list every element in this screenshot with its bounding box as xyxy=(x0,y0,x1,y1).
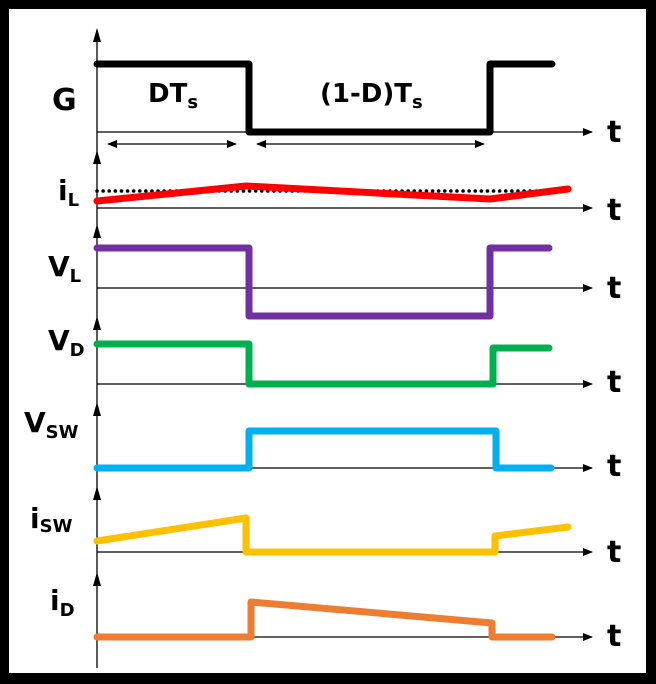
waveform-isw xyxy=(93,514,572,556)
waveform-vl xyxy=(93,244,553,320)
time-labels: t t t t t t t xyxy=(607,115,621,654)
y-axis-arrows xyxy=(93,28,101,586)
label-il: iL xyxy=(58,174,79,211)
time-label-vd: t xyxy=(607,365,621,400)
waveform-il xyxy=(93,182,572,205)
waveform-id xyxy=(93,598,556,641)
time-label-g: t xyxy=(607,115,621,150)
label-id: iD xyxy=(50,584,75,621)
on-interval-label: DTs xyxy=(148,79,198,113)
waveform-vd xyxy=(93,340,553,388)
time-label-vl: t xyxy=(607,271,621,306)
time-label-vsw: t xyxy=(607,449,621,484)
waveform-g xyxy=(93,60,556,136)
label-isw: iSW xyxy=(30,502,73,537)
time-label-il: t xyxy=(607,193,621,228)
label-vl: VL xyxy=(48,250,81,287)
time-label-id: t xyxy=(607,619,621,654)
label-g: G xyxy=(52,83,77,118)
time-label-isw: t xyxy=(607,535,621,570)
waveform-vsw xyxy=(93,427,555,472)
off-interval-label: (1-D)Ts xyxy=(320,79,423,113)
label-vd: VD xyxy=(48,324,85,361)
label-vsw: VSW xyxy=(24,406,79,443)
